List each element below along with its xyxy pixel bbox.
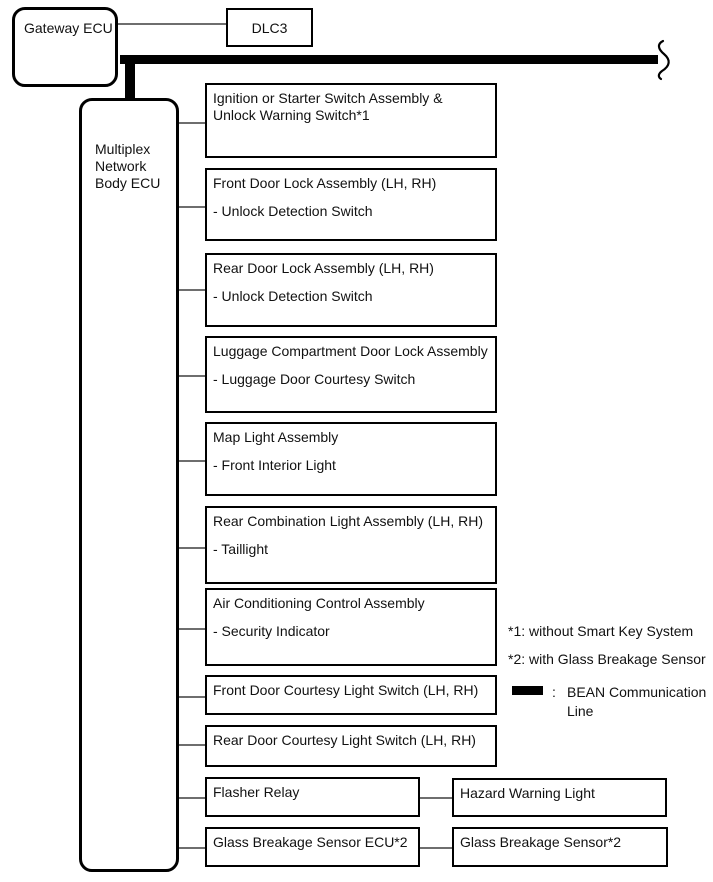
component-subitem: - Security Indicator: [213, 623, 330, 639]
component-box-front-door-courtesy-switch: Front Door Courtesy Light Switch (LH, RH…: [205, 675, 497, 715]
component-subitem: - Taillight: [213, 541, 268, 557]
component-subitem: - Luggage Door Courtesy Switch: [213, 371, 416, 387]
component-box-hazard-warning-light: Hazard Warning Light: [452, 778, 667, 817]
footnote-2: *2: with Glass Breakage Sensor: [508, 651, 706, 667]
multiplex-ecu-label-line3: Body ECU: [95, 175, 161, 191]
multiplex-network-body-ecu-box: Multiplex Network Body ECU: [79, 98, 179, 872]
component-box-glass-breakage-sensor: Glass Breakage Sensor*2: [452, 827, 668, 867]
component-title: Glass Breakage Sensor ECU*2: [213, 834, 408, 850]
component-title-line2: Unlock Warning Switch*1: [213, 107, 370, 123]
component-title: Rear Door Courtesy Light Switch (LH, RH): [213, 732, 476, 748]
component-box-luggage-door-lock: Luggage Compartment Door Lock Assembly -…: [205, 336, 497, 413]
component-box-ignition-starter-switch: Ignition or Starter Switch Assembly & Un…: [205, 83, 497, 158]
component-title: Rear Combination Light Assembly (LH, RH): [213, 513, 483, 529]
connector-line: [178, 797, 205, 799]
component-box-front-door-lock: Front Door Lock Assembly (LH, RH) - Unlo…: [205, 168, 497, 241]
bean-bus-line: [120, 55, 658, 64]
line-break-icon: [657, 39, 670, 81]
connector-line: [178, 122, 205, 124]
legend-label: BEAN Communication Line: [567, 683, 706, 721]
footnote-1: *1: without Smart Key System: [508, 623, 694, 639]
component-title: Hazard Warning Light: [460, 785, 595, 801]
component-title: Rear Door Lock Assembly (LH, RH): [213, 260, 434, 276]
connector-line: [178, 696, 205, 698]
legend-separator: :: [552, 684, 556, 700]
component-title: Map Light Assembly: [213, 429, 339, 445]
gateway-ecu-box: Gateway ECU: [12, 7, 118, 87]
connector-line: [178, 628, 205, 630]
multiplex-ecu-label-line2: Network: [95, 158, 147, 174]
connector-line: [178, 289, 205, 291]
connector-line: [178, 206, 205, 208]
component-box-rear-combination-light: Rear Combination Light Assembly (LH, RH)…: [205, 506, 497, 584]
glass-sensor-connector: [420, 847, 452, 849]
component-title: Air Conditioning Control Assembly: [213, 595, 425, 611]
dlc3-box: DLC3: [226, 8, 313, 47]
legend-label-line1: BEAN Communication: [567, 684, 707, 700]
legend-label-line2: Line: [567, 703, 594, 719]
component-box-flasher-relay: Flasher Relay: [205, 777, 420, 817]
connector-line: [178, 847, 205, 849]
multiplex-ecu-label-line1: Multiplex: [95, 141, 151, 157]
bean-bus-drop: [125, 64, 135, 100]
connector-line: [178, 547, 205, 549]
component-box-air-conditioning-control: Air Conditioning Control Assembly - Secu…: [205, 588, 497, 666]
component-subitem: - Unlock Detection Switch: [213, 288, 373, 304]
component-title: Front Door Courtesy Light Switch (LH, RH…: [213, 682, 479, 698]
gateway-dlc3-connector: [118, 23, 226, 25]
component-title: Glass Breakage Sensor*2: [460, 834, 622, 850]
flasher-hazard-connector: [420, 797, 452, 799]
connector-line: [178, 744, 205, 746]
component-box-rear-door-courtesy-switch: Rear Door Courtesy Light Switch (LH, RH): [205, 725, 497, 767]
component-box-glass-breakage-sensor-ecu: Glass Breakage Sensor ECU*2: [205, 827, 420, 867]
component-title: Ignition or Starter Switch Assembly &: [213, 90, 443, 106]
connector-line: [178, 375, 205, 377]
connector-line: [178, 460, 205, 462]
component-box-rear-door-lock: Rear Door Lock Assembly (LH, RH) - Unloc…: [205, 253, 497, 327]
component-title: Front Door Lock Assembly (LH, RH): [213, 175, 437, 191]
gateway-ecu-label: Gateway ECU: [24, 20, 113, 36]
component-subitem: - Unlock Detection Switch: [213, 203, 373, 219]
component-subitem: - Front Interior Light: [213, 457, 336, 473]
component-box-map-light: Map Light Assembly - Front Interior Ligh…: [205, 422, 497, 496]
bean-line-swatch: [512, 686, 543, 695]
component-title: Luggage Compartment Door Lock Assembly: [213, 343, 488, 359]
component-title: Flasher Relay: [213, 784, 300, 800]
dlc3-label: DLC3: [251, 19, 288, 36]
